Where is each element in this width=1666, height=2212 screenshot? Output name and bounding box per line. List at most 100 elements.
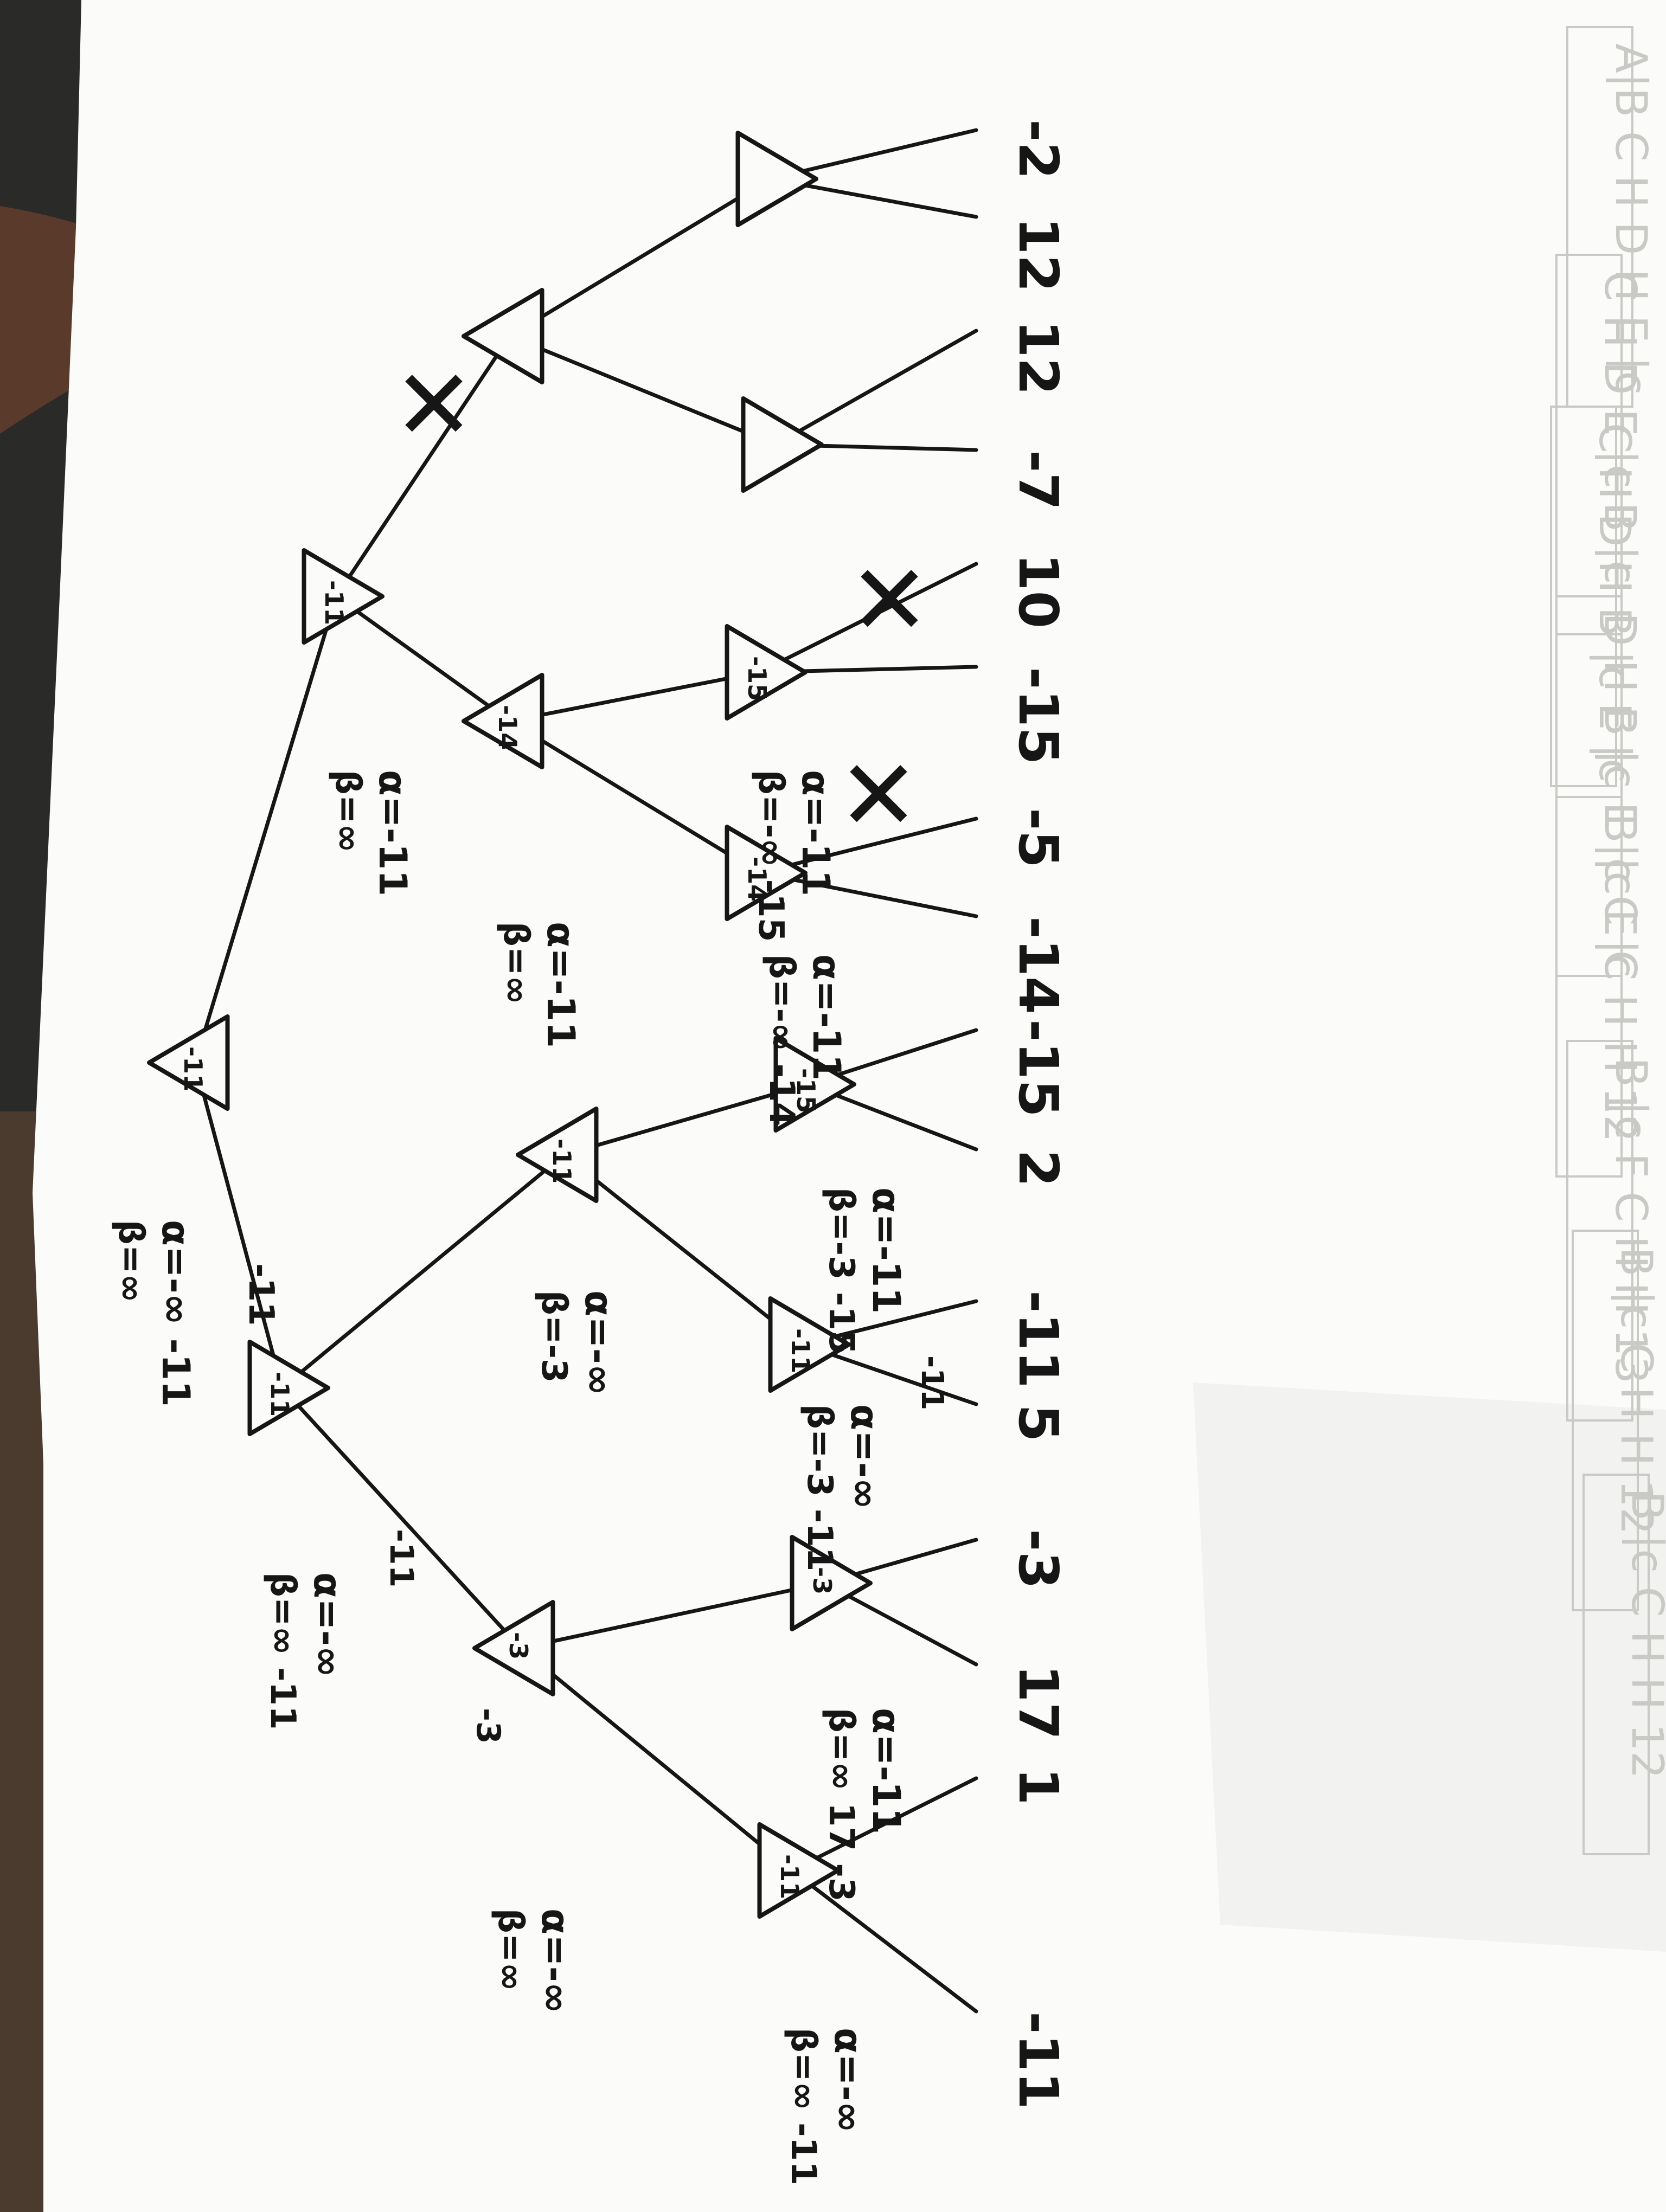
- leaf-value: 5: [1007, 1404, 1070, 1442]
- bleed-text-line: B |c E C H H 12: [1594, 813, 1645, 1142]
- bleed-box: [1555, 796, 1623, 1178]
- leaf-value: -3: [1007, 1529, 1070, 1589]
- beta-label: β=-3: [534, 1290, 574, 1383]
- node-value: -15: [742, 656, 772, 701]
- edge-to-leaf: [773, 329, 978, 447]
- node-value: -11: [265, 1372, 294, 1417]
- node-value: -15: [791, 1068, 821, 1113]
- leaf-value: 1: [1007, 1767, 1070, 1805]
- bleed-text-line: B |c F C H H 13: [1605, 1057, 1656, 1384]
- leaf-value: 17: [1007, 1664, 1070, 1740]
- min-node-triangle: [790, 1535, 873, 1631]
- shadow-patch: [1193, 1382, 1666, 1952]
- beta-label: β=-∞ -14: [761, 954, 802, 1126]
- alpha-label: α=-∞: [576, 1290, 621, 1396]
- alpha-label: α=-∞: [842, 1404, 887, 1509]
- edge-value-mark: -3: [469, 1708, 507, 1744]
- leaf-value: 12: [1007, 217, 1070, 292]
- edge: [518, 1646, 794, 1873]
- leaf-value: -14: [1007, 916, 1070, 1014]
- edge: [562, 1153, 805, 1347]
- bleed-text-line: B |c C H H 12: [1622, 1491, 1666, 1779]
- beta-label: β=∞: [490, 1908, 530, 1991]
- alpha-label: α=-11: [864, 1708, 908, 1834]
- bleed-box: [1555, 595, 1623, 977]
- max-node-triangle: [462, 288, 544, 384]
- node-value: -11: [786, 1328, 815, 1373]
- alpha-label: α=-∞: [826, 2028, 870, 2133]
- beta-label: β=∞: [111, 1220, 151, 1303]
- max-node-triangle: [147, 1014, 230, 1111]
- min-node-triangle: [741, 396, 824, 493]
- beta-label: β=-∞ -15: [751, 770, 791, 942]
- node-value: -11: [775, 1854, 804, 1899]
- leaf-value: 12: [1007, 320, 1070, 395]
- tree-nodes: [147, 131, 873, 1919]
- beta-label: β=∞ 17 -3: [821, 1708, 861, 1901]
- edge: [280, 1153, 566, 1390]
- node-value: -11: [547, 1139, 576, 1184]
- node-value: -3: [504, 1632, 533, 1660]
- max-node-triangle: [462, 673, 544, 769]
- edge: [193, 594, 338, 1065]
- node-value: -14: [742, 857, 772, 902]
- bleed-box: [1582, 1474, 1650, 1855]
- edge-value-mark: -11: [382, 1529, 420, 1587]
- leaf-value: -2: [1007, 119, 1070, 179]
- bleed-box: [1572, 1230, 1639, 1611]
- edge: [508, 177, 772, 338]
- alpha-label: α=-∞ -11: [153, 1220, 198, 1407]
- alpha-label: α=-11: [370, 770, 415, 896]
- tree-labels: -11 -11 -11 -3 -11 -14 -11 -3 -11 -15 -14 -15 α=-∞ -…: [111, 119, 1070, 2185]
- edge: [508, 334, 778, 447]
- leaf-value: -11: [1007, 2011, 1070, 2110]
- min-node-triangle: [725, 825, 808, 921]
- leaf-value: -5: [1007, 808, 1070, 868]
- alpha-label: α=-11: [804, 954, 849, 1081]
- alpha-label: α=-11: [864, 1187, 908, 1314]
- beta-label: β=-3 -15: [821, 1187, 861, 1354]
- beta-label: β=∞ -11: [262, 1572, 303, 1730]
- node-value: -14: [493, 705, 522, 750]
- edge: [508, 670, 761, 723]
- bleed-text-line: A|B C H D H E |c: [1605, 43, 1656, 395]
- tree-edges: [193, 128, 978, 2014]
- edge-to-leaf: [757, 816, 978, 875]
- bleed-text-line: C H D H B |c E |c: [1589, 423, 1640, 782]
- bleed-box: [1555, 254, 1623, 635]
- beta-label: β=∞ -11: [783, 2028, 823, 2185]
- node-value: -11: [178, 1046, 208, 1091]
- pruned-cross-mark: ✕: [838, 739, 920, 852]
- max-node-triangle: [472, 1600, 555, 1696]
- leaf-value: -15: [1007, 667, 1070, 765]
- edge-to-leaf: [790, 1776, 978, 1873]
- bleed-text-line: B |c C H H 12: [1611, 1247, 1662, 1535]
- min-node-triangle: [768, 1296, 851, 1393]
- leaf-value: -11: [1007, 1290, 1070, 1388]
- pruned-cross-mark: ✕: [393, 349, 475, 462]
- edge-to-leaf: [790, 1868, 978, 2014]
- edge: [193, 1060, 284, 1390]
- alpha-label: α=-11: [539, 922, 583, 1048]
- min-node-triangle: [735, 131, 818, 227]
- max-node-triangle: [516, 1107, 599, 1203]
- min-node-triangle: [302, 548, 385, 645]
- edge: [518, 1581, 826, 1650]
- bleed-text-line: D H B |c E |c C |c: [1594, 613, 1645, 978]
- beta-label: β=∞: [496, 922, 536, 1005]
- leaf-value: -7: [1007, 450, 1070, 510]
- edge: [562, 1082, 810, 1157]
- edge: [280, 1386, 523, 1650]
- leaf-value: 10: [1007, 553, 1070, 628]
- pruned-cross-mark: ✕: [849, 544, 931, 657]
- min-node-triangle: [725, 624, 808, 721]
- alpha-label: α=-∞: [533, 1908, 578, 2014]
- min-node-triangle: [757, 1822, 840, 1919]
- bleed-through-writing: A|B C H D H E |cC H D E |c B |cC H D H B…: [1550, 26, 1666, 1855]
- min-node-triangle: [773, 1036, 856, 1133]
- edge: [508, 719, 761, 875]
- edge-value-mark: -11: [914, 1355, 950, 1410]
- beta-label: β=∞: [328, 770, 368, 853]
